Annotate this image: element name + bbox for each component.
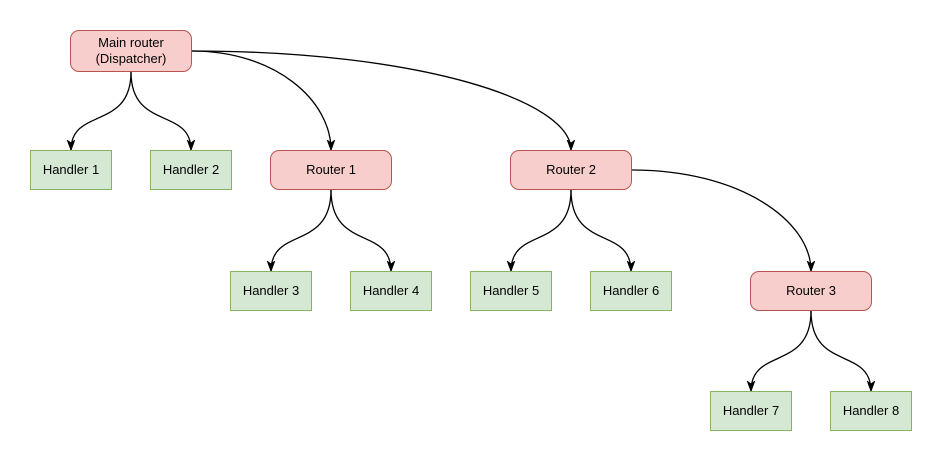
node-label: Handler 8 [842, 402, 900, 418]
node-handler7: Handler 7 [710, 391, 792, 431]
node-label: Handler 6 [602, 282, 660, 298]
edge-main-router2 [191, 50, 571, 150]
node-label: Main router (Dispatcher) [95, 34, 167, 66]
node-handler4: Handler 4 [350, 271, 432, 311]
node-router2: Router 2 [510, 150, 632, 190]
node-handler1: Handler 1 [30, 150, 112, 190]
node-label: Handler 2 [162, 161, 220, 177]
node-handler5: Handler 5 [470, 271, 552, 311]
node-handler8: Handler 8 [830, 391, 912, 431]
edge-main-handler2 [130, 71, 191, 150]
node-label: Handler 4 [362, 282, 420, 298]
node-label: Handler 3 [242, 282, 300, 298]
node-handler2: Handler 2 [150, 150, 232, 190]
node-handler6: Handler 6 [590, 271, 672, 311]
node-main: Main router (Dispatcher) [70, 30, 192, 72]
node-router3: Router 3 [750, 271, 872, 311]
edge-router2-handler6 [570, 189, 631, 271]
edge-main-handler1 [71, 71, 132, 150]
edge-main-router1 [191, 50, 331, 150]
edge-router2-router3 [631, 169, 811, 271]
edge-router3-handler8 [810, 310, 871, 391]
edge-router1-handler4 [330, 189, 391, 271]
node-label: Handler 7 [722, 402, 780, 418]
edge-router1-handler3 [271, 189, 332, 271]
node-label: Handler 1 [42, 161, 100, 177]
node-label: Handler 5 [482, 282, 540, 298]
node-label: Router 1 [306, 161, 356, 177]
node-router1: Router 1 [270, 150, 392, 190]
edge-router2-handler5 [511, 189, 572, 271]
node-label: Router 3 [786, 282, 836, 298]
node-label: Router 2 [546, 161, 596, 177]
node-handler3: Handler 3 [230, 271, 312, 311]
edge-router3-handler7 [751, 310, 812, 391]
